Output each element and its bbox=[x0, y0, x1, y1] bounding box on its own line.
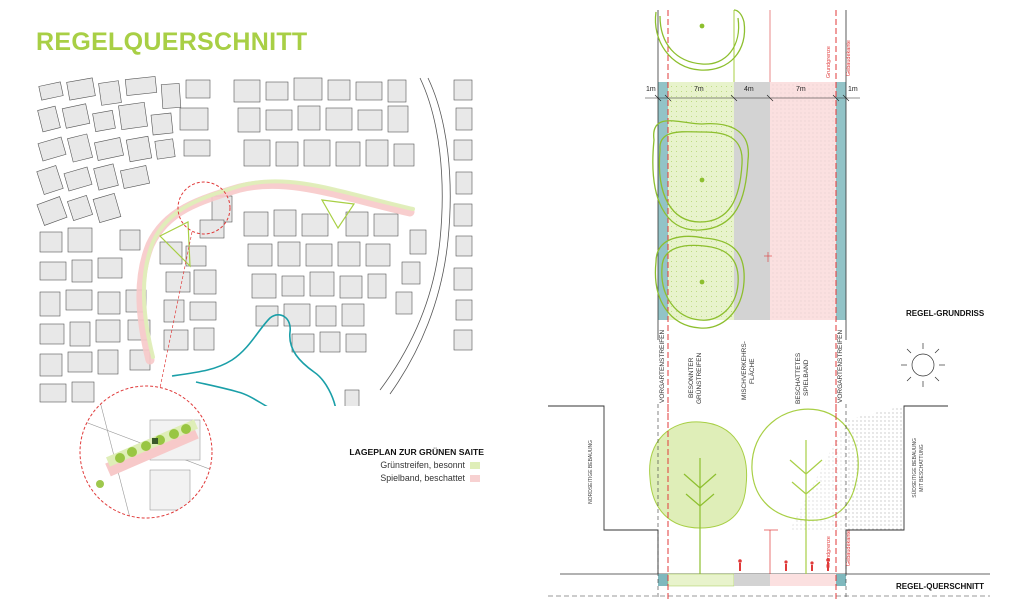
left-building-label: NORDSEITIGE BEBAUUNG bbox=[588, 440, 594, 504]
zone-label-gruenstreifen: BESONNTER GRÜNSTREIFEN bbox=[688, 352, 703, 404]
right-building-label: SÜDSEITIGE BEBAUUNG MIT BESCHATTUNG bbox=[912, 438, 925, 498]
plan-view-drawing bbox=[645, 9, 860, 420]
section-view-label: REGEL-QUERSCHNITT bbox=[896, 582, 984, 591]
building-blocks bbox=[36, 76, 473, 406]
section-view-drawing bbox=[548, 404, 990, 600]
zone-label-vorgarten-left: VORGARTENSTREIFEN bbox=[659, 329, 666, 403]
plan-view-label: REGEL-GRUNDRISS bbox=[906, 309, 985, 318]
page-title: REGELQUERSCHNITT bbox=[36, 28, 308, 56]
legend-label-pink: Spielband, beschattet bbox=[380, 473, 465, 483]
zone-label-mischverkehr: MISCHVERKEHRS- FLÄCHE bbox=[741, 341, 756, 401]
zone-label-spielband: BESCHATTETES SPIELBAND bbox=[795, 352, 810, 404]
detail-zoom-circle bbox=[79, 385, 213, 519]
dim-label-3: 4m bbox=[744, 86, 754, 93]
legend-label-green: Grünstreifen, besonnt bbox=[380, 460, 465, 470]
dim-label-5: 1m bbox=[848, 86, 858, 93]
zone-label-vorgarten-right: VORGARTENSTREIFEN bbox=[837, 329, 844, 403]
building-line-label-plan: Gebäudekante bbox=[846, 40, 852, 77]
property-line-label-plan: Grundgrenze bbox=[826, 46, 832, 79]
building-line-label-section: Gebäudekante bbox=[846, 530, 852, 567]
legend-swatch-green bbox=[470, 461, 480, 469]
dim-label-2: 7m bbox=[694, 86, 704, 93]
legend-item-pink: Spielband, beschattet bbox=[340, 473, 480, 483]
legend-swatch-pink bbox=[470, 474, 480, 482]
legend-item-green: Grünstreifen, besonnt bbox=[340, 460, 480, 470]
legend-title: LAGEPLAN ZUR GRÜNEN SAITE bbox=[349, 447, 484, 457]
site-plan-legend: LAGEPLAN ZUR GRÜNEN SAITE Grünstreifen, … bbox=[340, 447, 484, 483]
dim-label-4: 7m bbox=[796, 86, 806, 93]
dim-label-1: 1m bbox=[646, 86, 656, 93]
property-line-label-section: Grundgrenze bbox=[826, 536, 832, 569]
sun-icon bbox=[901, 343, 945, 387]
